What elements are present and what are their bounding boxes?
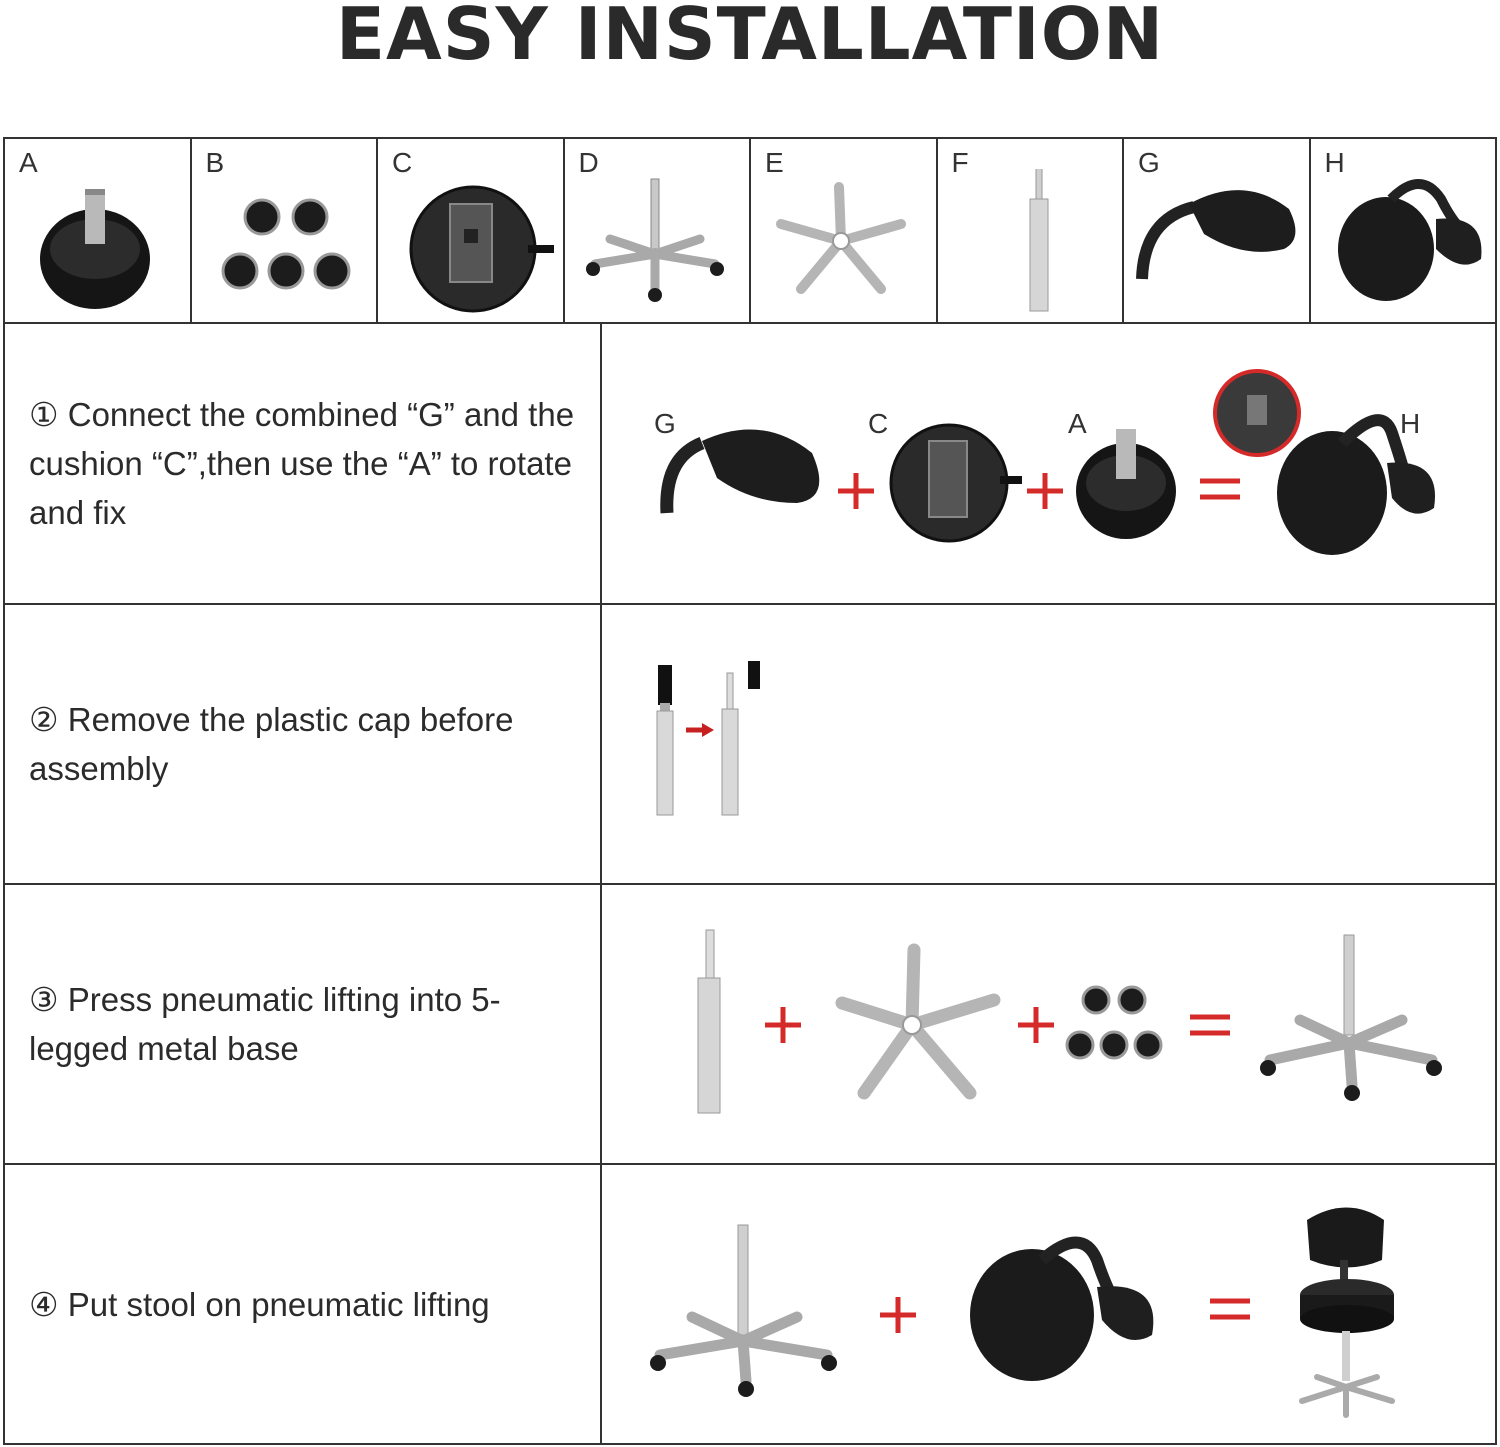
step-row-4: ④ Put stool on pneumatic lifting	[5, 1163, 1495, 1443]
step-row-1: ① Connect the combined “G” and the cushi…	[5, 323, 1495, 603]
step-text-cell: ③ Press pneumatic lifting into 5-legged …	[5, 885, 602, 1163]
finished-stool-icon	[1299, 1207, 1395, 1418]
step-4-text: ④ Put stool on pneumatic lifting	[29, 1285, 490, 1323]
part-label: C	[392, 147, 413, 178]
detail-callout-icon	[1213, 369, 1301, 457]
step-3-text: ③ Press pneumatic lifting into 5-legged …	[29, 981, 501, 1067]
cushion-plate-icon	[889, 423, 1022, 543]
step-text-cell: ① Connect the combined “G” and the cushi…	[5, 323, 602, 603]
equals-icon	[1190, 1014, 1230, 1036]
part-g: G	[1124, 139, 1311, 322]
part-label: H	[1324, 147, 1345, 178]
base-hub-icon	[902, 1015, 922, 1035]
page-title: EASY INSTALLATION	[335, 0, 1165, 76]
part-label: G	[1138, 147, 1160, 178]
part-a: A	[5, 139, 192, 322]
star-base-icon	[835, 943, 1001, 1100]
seat-assembly-icon	[970, 1236, 1154, 1381]
step-row-3: ③ Press pneumatic lifting into 5-legged …	[5, 883, 1495, 1163]
part-label: D	[578, 147, 599, 178]
backrest-icon	[1136, 190, 1296, 280]
tag-a: A	[1068, 408, 1087, 439]
cushion-plate-icon	[409, 185, 554, 313]
uncapped-cylinder-icon	[721, 661, 760, 816]
part-d: D	[565, 139, 751, 322]
plus-icon	[1018, 1007, 1054, 1043]
step-1-illustration: G C A H	[602, 323, 1495, 603]
plus-icon	[838, 473, 874, 509]
step-1-text: ① Connect the combined “G” and the cushi…	[29, 395, 575, 531]
knob-icon	[1076, 429, 1176, 539]
star-base-icon	[776, 182, 906, 294]
step-row-2: ② Remove the plastic cap before assembly	[5, 603, 1495, 883]
gas-cylinder-icon	[697, 929, 721, 1114]
part-b: B	[192, 139, 378, 322]
tag-g: G	[654, 408, 676, 439]
step-2-illustration	[602, 605, 1495, 883]
step-2-text: ② Remove the plastic cap before assembly	[29, 701, 514, 787]
tag-h: H	[1400, 408, 1420, 439]
step-4-illustration	[602, 1165, 1495, 1443]
step-text-cell: ② Remove the plastic cap before assembly	[5, 605, 602, 883]
part-label: E	[765, 147, 784, 178]
wheeled-base-icon	[1260, 934, 1442, 1101]
part-c: C	[378, 139, 565, 322]
part-label: F	[951, 147, 969, 178]
equals-icon	[1210, 1298, 1250, 1320]
part-h: H	[1311, 139, 1496, 322]
part-label: A	[19, 147, 38, 178]
equals-icon	[1200, 478, 1240, 500]
part-e: E	[751, 139, 938, 322]
wheeled-base-icon	[650, 1224, 837, 1397]
casters-icon	[1065, 985, 1163, 1060]
arrow-right-icon	[686, 723, 714, 737]
casters-icon	[221, 198, 350, 290]
knob-icon	[40, 189, 150, 309]
step-3-illustration	[602, 885, 1495, 1163]
part-label: B	[205, 147, 225, 178]
plus-icon	[765, 1007, 801, 1043]
wheeled-base-icon	[585, 178, 724, 302]
parts-list: A B C D	[3, 137, 1497, 324]
backrest-icon	[660, 429, 820, 514]
steps-table: ① Connect the combined “G” and the cushi…	[3, 323, 1497, 1445]
seat-assembly-icon	[1277, 414, 1436, 555]
capped-cylinder-icon	[656, 665, 674, 816]
part-f: F	[938, 139, 1124, 322]
plus-icon	[880, 1297, 916, 1333]
step-text-cell: ④ Put stool on pneumatic lifting	[5, 1165, 602, 1443]
plus-icon	[1027, 473, 1063, 509]
seat-assembly-icon	[1337, 179, 1481, 301]
tag-c: C	[868, 408, 888, 439]
gas-cylinder-icon	[1029, 169, 1048, 312]
